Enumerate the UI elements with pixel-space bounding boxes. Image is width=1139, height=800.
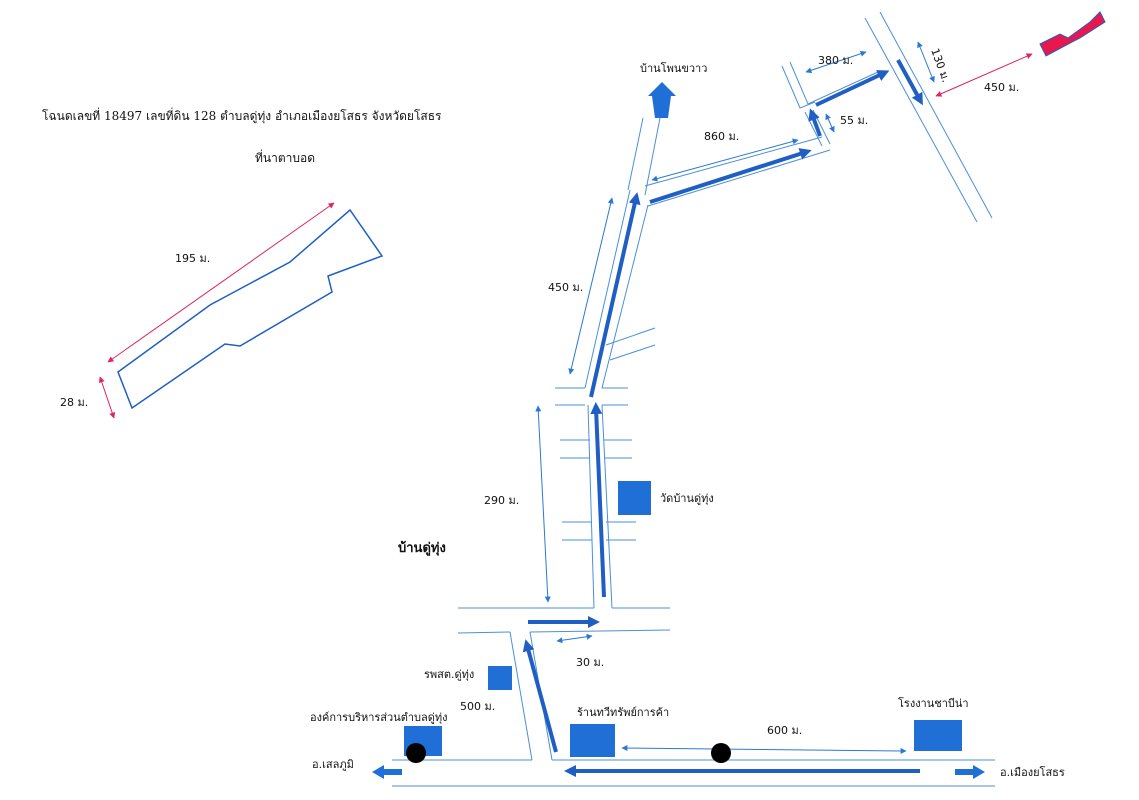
label-450-left: 450 ม. — [548, 281, 583, 294]
shop-building — [570, 724, 615, 757]
label-450-right: 450 ม. — [984, 81, 1019, 94]
label-500: 500 ม. — [460, 700, 495, 713]
health-center-building — [488, 666, 512, 690]
arrow-to-selaphum — [372, 765, 402, 779]
place-to-mueang: อ.เมืองยโสธร — [1000, 765, 1065, 779]
parcel-width-dimension — [98, 376, 116, 419]
dim-450-right — [935, 53, 1033, 97]
road-450-edge-a — [584, 189, 631, 389]
dim-380 — [805, 50, 867, 74]
road-450-edge-b — [601, 204, 649, 389]
dim-450-left — [568, 197, 614, 375]
place-shop: ร้านทวีทรัพย์การค้า — [577, 706, 669, 719]
sao-office-dot — [406, 743, 426, 763]
land-parcel-outline — [117, 208, 384, 410]
label-30: 30 ม. — [576, 656, 604, 669]
dim-600 — [621, 745, 907, 754]
route-55-segment — [808, 108, 822, 137]
label-290: 290 ม. — [484, 494, 519, 507]
dim-290 — [535, 405, 551, 603]
place-wat: วัดบ้านดู่ทุ่ง — [660, 492, 714, 505]
deed-title: โฉนดเลขที่ 18497 เลขที่ดิน 128 ตำบลดู่ทุ… — [42, 107, 442, 124]
road-860-edge-a — [644, 136, 823, 187]
road-east-edge-a — [879, 11, 993, 219]
road-500-edge-a — [509, 631, 533, 761]
route-450-segment — [589, 192, 641, 398]
wat-building — [618, 481, 651, 515]
parcel-length-label: 195 ม. — [175, 252, 210, 265]
side-road-b — [609, 344, 656, 361]
parcel-location-marker — [1039, 11, 1106, 57]
road-village-edge-b — [457, 631, 511, 634]
route-380-segment — [815, 70, 890, 107]
arrow-to-mueang-yasothon — [955, 765, 985, 779]
label-600: 600 ม. — [767, 724, 802, 737]
dim-130 — [917, 41, 935, 83]
place-to-selaphum: อ.เสลภูมิ — [312, 758, 354, 771]
road-east-edge-b — [864, 17, 978, 223]
label-380: 380 ม. — [818, 54, 853, 67]
dim-55 — [825, 113, 835, 133]
road-upper-segment-b — [781, 65, 816, 109]
side-road-a — [605, 327, 656, 346]
route-500-segment — [522, 639, 558, 753]
place-sao-office: องค์การบริหารส่วนตำบลดู่ทุ่ง — [310, 711, 448, 724]
deed-subtitle: ที่นาตาบอด — [255, 149, 315, 165]
parcel-length-dimension — [107, 202, 335, 363]
place-village: บ้านดู่ทุ่ง — [398, 540, 446, 556]
highway-dot — [711, 743, 731, 763]
village-main-edge-a — [587, 404, 595, 609]
factory-building — [914, 720, 962, 751]
arrow-to-ban-phon-khwao — [648, 82, 676, 118]
route-village-vertical — [590, 402, 606, 598]
dim-860 — [651, 138, 799, 182]
road-north-edge-a — [627, 117, 644, 191]
parcel-width-label: 28 ม. — [60, 396, 88, 409]
road-upper-segment-a — [789, 61, 879, 105]
label-55: 55 ม. — [840, 114, 868, 127]
place-factory: โรงงานชาบีน่า — [898, 696, 969, 710]
place-ban-phon-khwao: บ้านโพนขวาว — [640, 61, 707, 75]
dim-30 — [556, 633, 593, 644]
route-130-segment — [896, 59, 923, 106]
village-main-edge-b — [601, 404, 613, 609]
label-130: 130 ม. — [928, 47, 952, 85]
road-village-edge-b2 — [529, 629, 671, 633]
road-upper-cross-a — [804, 111, 823, 147]
label-860: 860 ม. — [704, 130, 739, 143]
place-health-center: รพสต.ดู่ทุ่ง — [424, 668, 474, 681]
